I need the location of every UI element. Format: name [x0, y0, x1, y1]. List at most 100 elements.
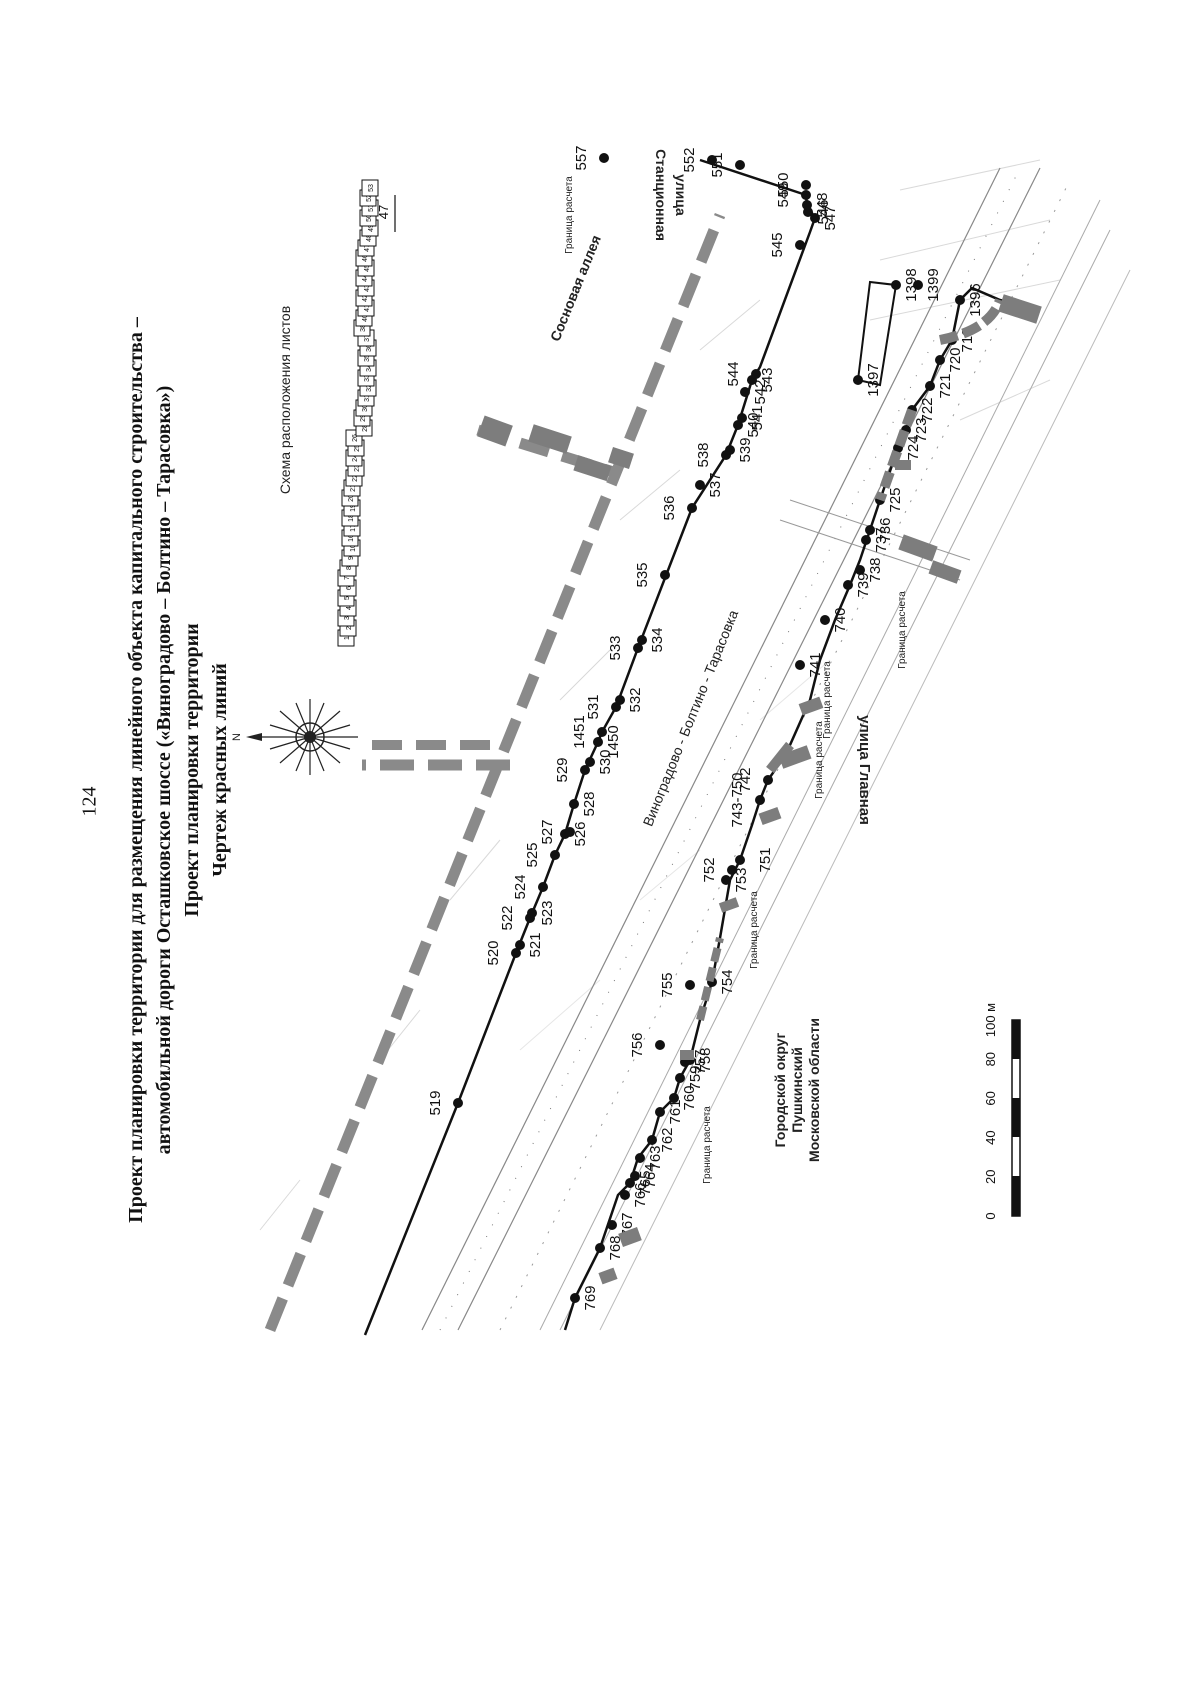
- sheet-scheme-cell-label: 19: [350, 504, 357, 512]
- upper-point-label: 529: [554, 757, 571, 782]
- upper-point-label: 550: [775, 172, 792, 197]
- title-line-4: Чертеж красных линий: [209, 663, 231, 877]
- lower-point-marker: [755, 795, 765, 805]
- upper-point-marker: [615, 695, 625, 705]
- lower-point-label: 740: [832, 607, 849, 632]
- lower-point-marker: [913, 280, 923, 290]
- sheet-scheme-cell-label: 43: [364, 284, 371, 292]
- calc-boundary-label-2: Граница расчета: [702, 1106, 713, 1184]
- upper-point-marker: [511, 948, 521, 958]
- okrug-line-1: Городской округ: [772, 1033, 788, 1148]
- lower-point-label: 758: [697, 1047, 714, 1072]
- sheet-scheme-cell-label: 42: [362, 294, 369, 302]
- lower-point-label: 737: [873, 527, 890, 552]
- lower-point-marker: [727, 865, 737, 875]
- lower-point-label: 756: [629, 1032, 646, 1057]
- lower-point-label: 741: [807, 652, 824, 677]
- upper-point-marker: [707, 155, 717, 165]
- lower-point-marker: [925, 381, 935, 391]
- upper-point-label: 548: [814, 192, 831, 217]
- lower-point-label: 1398: [903, 268, 920, 301]
- upper-point-label: 542: [752, 379, 769, 404]
- upper-point-label: 533: [607, 635, 624, 660]
- sheet-scheme-grid: 1234567891016171819202122232425262829303…: [337, 179, 396, 647]
- upper-point-marker: [633, 643, 643, 653]
- upper-point-label: 540: [745, 412, 762, 437]
- okrug-line-3: Московской области: [806, 1018, 822, 1162]
- sheet-scheme-cell-label: 1: [344, 636, 351, 640]
- sheet-scheme-cell-label: 7: [344, 576, 351, 580]
- lower-point-label: 759: [687, 1065, 704, 1090]
- lower-point-marker: [935, 355, 945, 365]
- upper-point-marker: [687, 503, 697, 513]
- sheet-scheme-cell-label: 46: [362, 254, 369, 262]
- lower-point-marker: [865, 525, 875, 535]
- lower-point-label: 742: [737, 767, 754, 792]
- lower-point-label: 761: [667, 1099, 684, 1124]
- lower-point-label: 751: [757, 847, 774, 872]
- sheet-scheme-cell-label: 16: [348, 534, 355, 542]
- upper-point-marker: [751, 369, 761, 379]
- scale-tick-label: 40: [983, 1130, 998, 1144]
- lower-point-label: 736: [877, 517, 894, 542]
- street-label-station: Станционная: [653, 149, 669, 241]
- calc-boundary-label-5: Граница расчета: [822, 661, 833, 739]
- title-line-2: автомобильной дороги Осташковское шоссе …: [153, 386, 175, 1155]
- upper-point-marker: [801, 190, 811, 200]
- lower-point-marker: [843, 580, 853, 590]
- sheet-scheme-cell-label: 40: [362, 314, 369, 322]
- scale-tick-label: 60: [983, 1091, 998, 1105]
- sheet-scheme-cell-label: 44: [362, 274, 369, 282]
- lower-point-marker: [655, 1040, 665, 1050]
- sheet-scheme-cell-label: 50: [366, 214, 373, 222]
- upper-point-label: 523: [539, 900, 556, 925]
- lower-point-label: 1399: [925, 268, 942, 301]
- upper-point-marker: [538, 882, 548, 892]
- upper-point-label: 526: [572, 821, 589, 846]
- lower-point-marker: [853, 375, 863, 385]
- upper-point-label: 1450: [605, 725, 622, 758]
- lower-point-marker: [625, 1178, 635, 1188]
- upper-point-label: 525: [524, 842, 541, 867]
- sheet-scheme-cell-label: 8: [346, 566, 353, 570]
- sheet-scheme-cell-label: 24: [352, 454, 359, 462]
- lower-point-label: 769: [582, 1285, 599, 1310]
- sheet-scheme-cell-label: 35: [364, 354, 371, 362]
- street-label-main: улица Главная: [856, 715, 873, 825]
- sheet-scheme-cell-label: 4: [346, 606, 353, 610]
- upper-point-marker: [580, 765, 590, 775]
- upper-point-marker: [801, 180, 811, 190]
- upper-point-label: 547: [822, 205, 839, 230]
- lower-point-marker: [763, 775, 773, 785]
- upper-point-marker: [569, 799, 579, 809]
- sheet-scheme-cell-label: 29: [360, 414, 367, 422]
- upper-point-label: 531: [585, 694, 602, 719]
- sheet-scheme-cell-label: 18: [348, 514, 355, 522]
- lower-point-label: 739: [855, 572, 872, 597]
- street-label-pine: Сосновая аллея: [547, 233, 604, 344]
- sheet-scheme-cell-label: 47: [364, 244, 371, 252]
- sheet-scheme-cell-label: 36: [366, 344, 373, 352]
- upper-point-label: 1451: [571, 715, 588, 748]
- upper-point-marker: [740, 387, 750, 397]
- upper-point-marker: [725, 445, 735, 455]
- lower-point-marker: [685, 980, 695, 990]
- sheet-scheme-cell: [361, 179, 379, 197]
- lower-point-label: 762: [659, 1127, 676, 1152]
- street-label-station-word: улица: [673, 174, 689, 216]
- lower-point-label: 723: [913, 417, 930, 442]
- sheet-scheme-cell-label: 23: [354, 464, 361, 472]
- upper-point-label: 530: [597, 749, 614, 774]
- lower-point-label: 721: [937, 373, 954, 398]
- sheet-scheme-cell-label: 37: [364, 334, 371, 342]
- lower-point-label: 760: [681, 1085, 698, 1110]
- upper-point-label: 549: [775, 182, 792, 207]
- lower-point-marker: [647, 1135, 657, 1145]
- sheet-scheme-cell-label: 34: [366, 364, 373, 372]
- upper-point-label: 541: [749, 405, 766, 430]
- lower-point-marker: [607, 1220, 617, 1230]
- upper-point-marker: [695, 480, 705, 490]
